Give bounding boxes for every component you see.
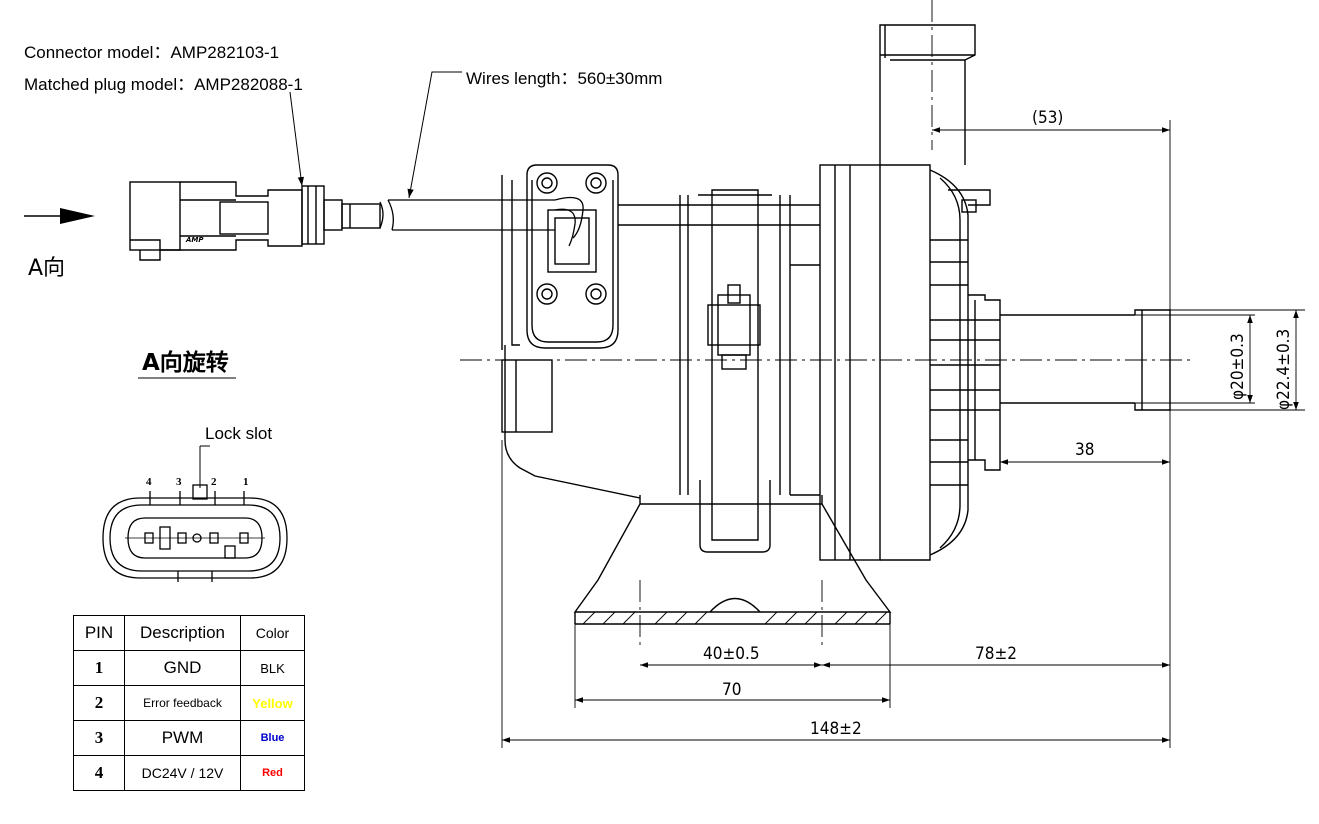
- connector-face: [102, 484, 288, 582]
- center-lines: [460, 0, 1195, 650]
- pin-number-cell: 4: [73, 755, 125, 791]
- mounting-bracket: [526, 164, 619, 349]
- dimension-78: 78±2: [975, 644, 1018, 664]
- pin-table: PIN Description Color 1 GND BLK 2 Error …: [73, 615, 305, 791]
- connector-plug: [129, 181, 381, 261]
- dimension-dia-22-4: φ22.4±0.3: [1274, 328, 1294, 410]
- pump-head: [880, 164, 1001, 561]
- lock-slot-label: Lock slot: [205, 424, 273, 443]
- leader-lines: [199, 71, 462, 488]
- inlet-pipe: [879, 24, 976, 165]
- color-cell: Blue: [240, 720, 305, 756]
- table-row: 2 Error feedback Yellow: [73, 685, 305, 721]
- dimension-38: 38: [1075, 440, 1095, 460]
- view-a-label: A向: [28, 256, 66, 281]
- connector-brand-mark: AMP: [186, 236, 204, 244]
- dimension-lines: [501, 120, 1305, 748]
- base-plate: [573, 495, 892, 625]
- pin-column-header: PIN: [73, 615, 125, 651]
- dimension-148: 148±2: [810, 719, 862, 739]
- matched-plug-model-label: Matched plug model：AMP282088-1: [24, 75, 303, 94]
- dimension-40: 40±0.5: [703, 644, 760, 664]
- connector-pin-number: 2: [211, 476, 217, 488]
- dimension-70: 70: [722, 680, 742, 700]
- wires-length-label: Wires length：560±30mm: [466, 69, 663, 88]
- color-column-header: Color: [240, 615, 305, 651]
- connector-model-label: Connector model：AMP282103-1: [24, 43, 280, 62]
- motor-housing: [501, 164, 881, 561]
- table-row: 4 DC24V / 12V Red: [73, 755, 305, 791]
- description-column-header: Description: [124, 615, 241, 651]
- table-row: 3 PWM Blue: [73, 720, 305, 756]
- connector-pin-number: 1: [243, 476, 249, 488]
- color-cell: Yellow: [240, 685, 305, 721]
- view-a-rotation-title: A向旋转: [142, 350, 229, 376]
- table-row: 1 GND BLK: [73, 650, 305, 686]
- pin-number-cell: 3: [73, 720, 125, 756]
- color-cell: Red: [240, 755, 305, 791]
- dimension-dia-20: φ20±0.3: [1228, 333, 1248, 400]
- pin-table-header-row: PIN Description Color: [73, 615, 305, 651]
- description-cell: PWM: [124, 720, 241, 756]
- pin-number-cell: 2: [73, 685, 125, 721]
- description-cell: GND: [124, 650, 241, 686]
- dimension-53: (53): [1032, 108, 1064, 128]
- connector-pin-number: 3: [176, 476, 182, 488]
- pin-number-cell: 1: [73, 650, 125, 686]
- color-cell: BLK: [240, 650, 305, 686]
- connector-pin-number: 4: [146, 476, 152, 488]
- wire-bundle: [379, 196, 584, 247]
- description-cell: Error feedback: [124, 685, 241, 721]
- description-cell: DC24V / 12V: [124, 755, 241, 791]
- view-a-arrow: [24, 208, 95, 224]
